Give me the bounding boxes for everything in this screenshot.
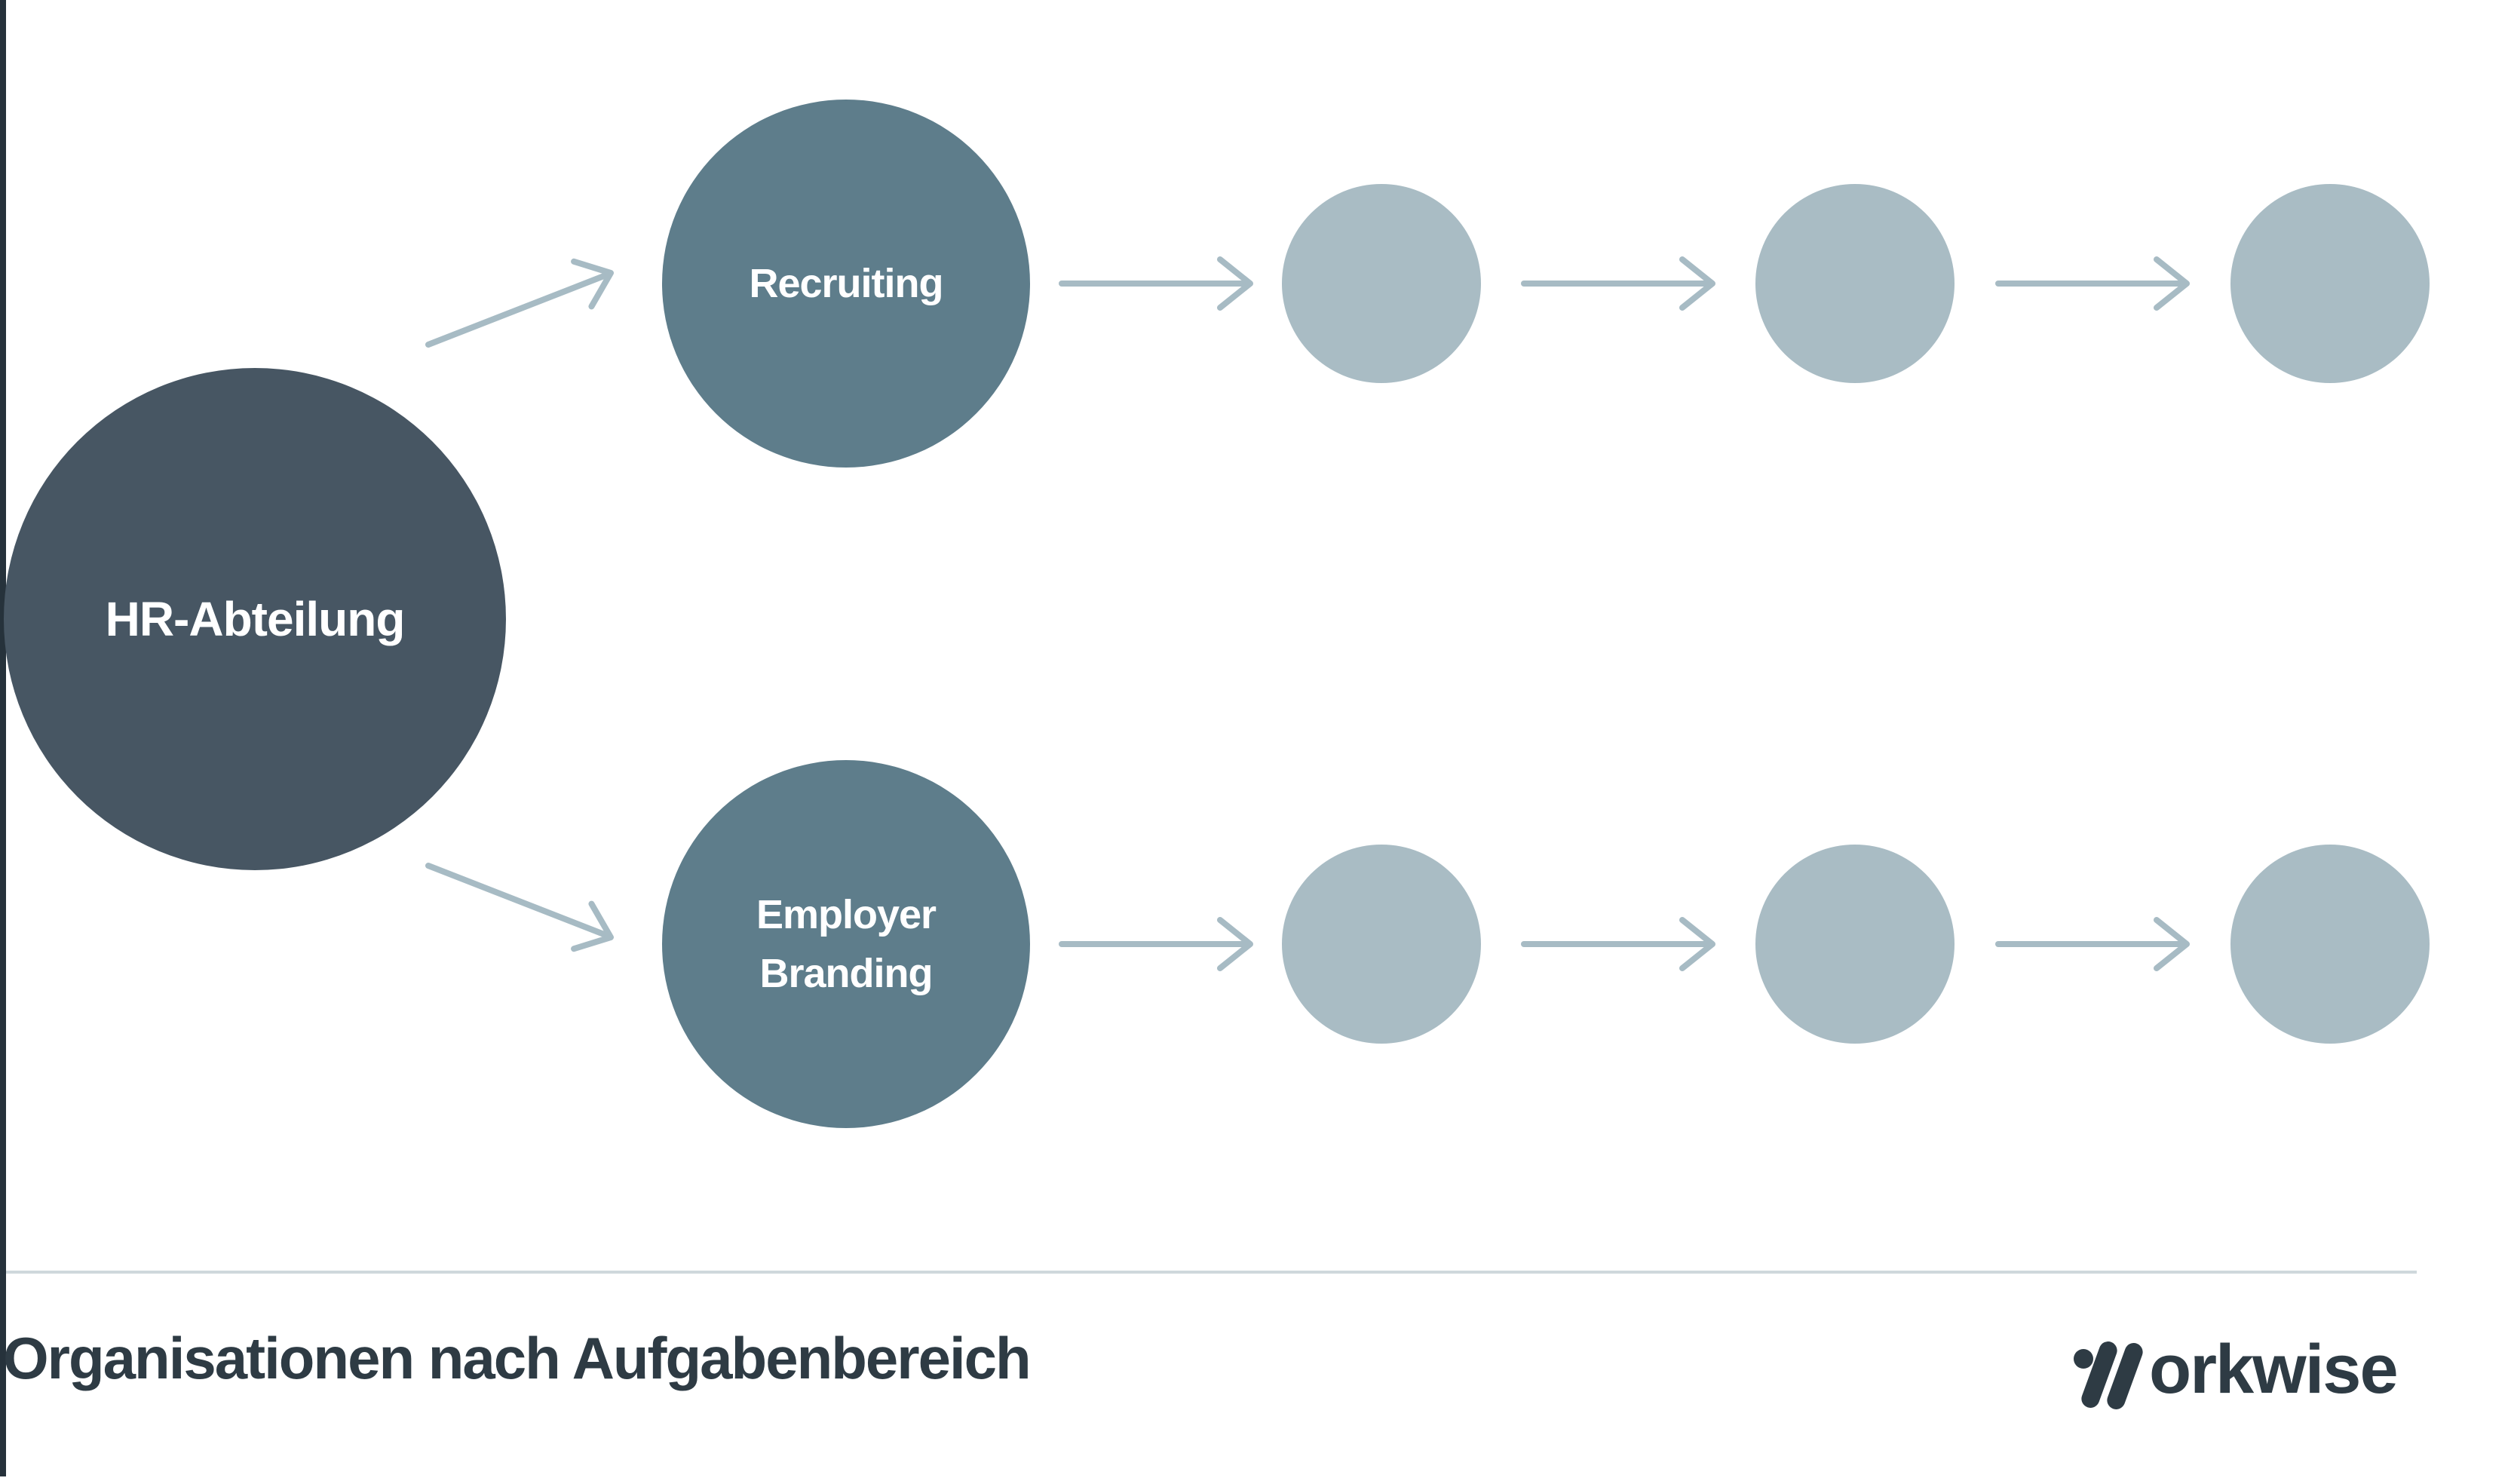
workwise-wordmark: orkwise bbox=[2149, 1331, 2399, 1408]
node-employer-label-line2: Branding bbox=[759, 951, 934, 996]
sub-node-employer-2 bbox=[1755, 845, 1955, 1044]
sub-node-employer-3 bbox=[2230, 845, 2430, 1044]
footer-divider bbox=[6, 1271, 2417, 1274]
workwise-logo: orkwise bbox=[2068, 1312, 2422, 1418]
node-hr-abteilung: HR-Abteilung bbox=[4, 368, 506, 870]
node-recruiting: Recruiting bbox=[662, 100, 1030, 468]
node-recruiting-label: Recruiting bbox=[749, 260, 943, 306]
arrow-employer-step-2 bbox=[1521, 917, 1715, 971]
arrow-recruiting-step-1 bbox=[1059, 256, 1253, 311]
sub-node-recruiting-1 bbox=[1282, 184, 1481, 383]
left-edge-line bbox=[0, 0, 6, 1476]
arrow-employer-step-1 bbox=[1059, 917, 1253, 971]
node-employer-label-line1: Employer bbox=[756, 891, 937, 937]
node-employer-branding: Employer Branding bbox=[662, 760, 1030, 1128]
arrow-recruiting-step-2 bbox=[1521, 256, 1715, 311]
sub-node-employer-1 bbox=[1282, 845, 1481, 1044]
arrow-hr-to-employer-branding bbox=[425, 863, 614, 952]
footer-caption: Organisationen nach Aufgabenbereich bbox=[3, 1325, 1032, 1391]
arrow-hr-to-recruiting bbox=[425, 258, 614, 348]
sub-node-recruiting-2 bbox=[1755, 184, 1955, 383]
arrow-recruiting-step-3 bbox=[1995, 256, 2190, 311]
sub-node-recruiting-3 bbox=[2230, 184, 2430, 383]
workwise-logo-mark-dot-icon bbox=[2074, 1349, 2093, 1369]
node-hr-label: HR-Abteilung bbox=[105, 592, 406, 646]
arrow-employer-step-3 bbox=[1995, 917, 2190, 971]
